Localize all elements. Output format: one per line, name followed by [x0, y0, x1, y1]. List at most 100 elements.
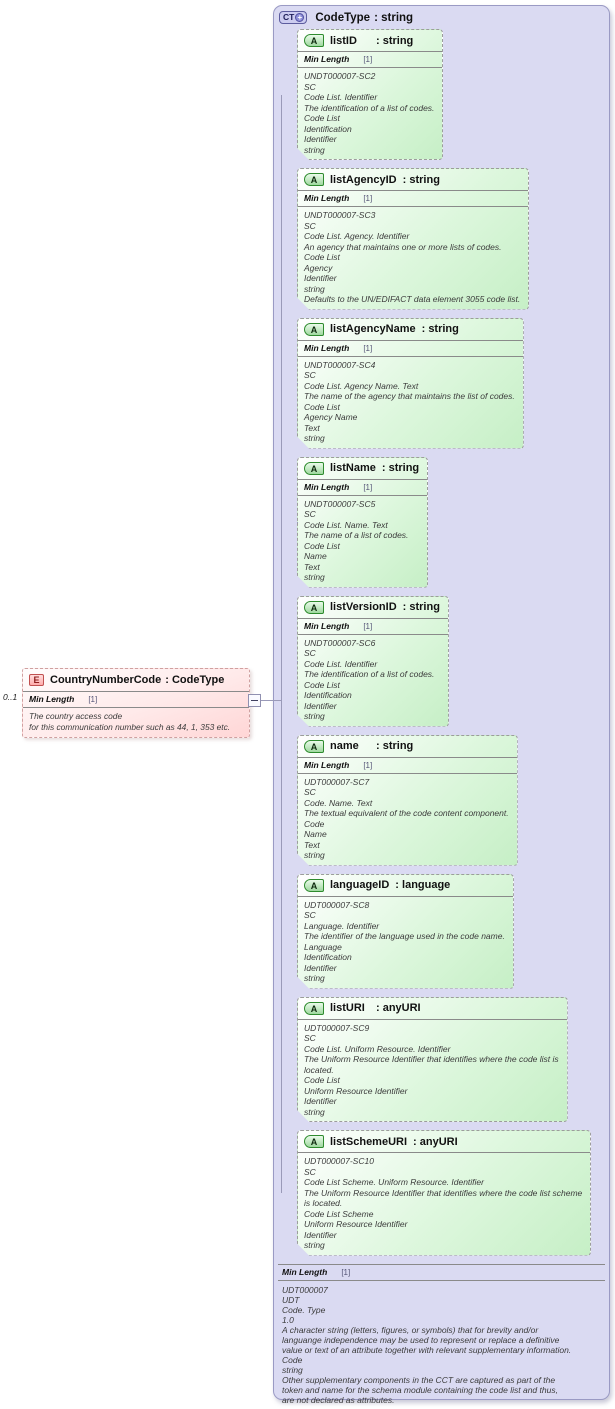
annotation-line: Identifier: [304, 273, 337, 283]
attribute-name: listSchemeURI: [330, 1135, 408, 1148]
attribute-icon: A: [304, 323, 324, 336]
facet-cardinality: [1]: [363, 55, 373, 64]
annotation-line: string: [304, 973, 325, 983]
attribute-icon: A: [304, 879, 324, 892]
attribute-box-listAgencyID[interactable]: A listAgencyID : string Min Length [1] U…: [297, 168, 529, 310]
facet-cardinality: [1]: [88, 695, 98, 704]
facet-name: Min Length: [304, 481, 350, 492]
annotation-line: Identifier: [304, 1096, 337, 1106]
element-facet-row: Min Length [1]: [23, 692, 249, 708]
attribute-facet-row: Min Length [1]: [298, 619, 448, 635]
annotation-line: is located.: [304, 1198, 343, 1208]
annotation-line: Code List. Agency Name. Text: [304, 380, 419, 391]
facet-name: Min Length: [29, 694, 75, 704]
annotation-line: are not declared as attributes.: [282, 1394, 395, 1405]
complex-type-facet-row: Min Length [1]: [278, 1263, 605, 1281]
attribute-type: : anyURI: [376, 1002, 421, 1014]
annotation-line: token and name for the schema module con…: [282, 1384, 558, 1395]
annotation-line: Code List. Identifier: [304, 658, 378, 669]
attribute-name: listName: [330, 462, 376, 474]
annotation-line: SC: [304, 787, 316, 797]
plus-icon: +: [295, 13, 305, 22]
annotation-line: Code List. Identifier: [304, 92, 378, 102]
facet-cardinality: [1]: [363, 343, 373, 353]
collapse-toggle-icon[interactable]: [248, 694, 261, 707]
attribute-name: listVersionID: [330, 601, 397, 613]
attribute-icon: A: [304, 740, 324, 753]
annotation-line: UNDT000007-SC4: [304, 359, 376, 370]
annotation-line: Code: [282, 1354, 303, 1365]
annotation-line: UDT000007-SC10: [304, 1156, 374, 1166]
annotation-line: Language. Identifier: [304, 920, 380, 931]
attribute-type: : language: [395, 879, 451, 891]
attribute-box-listAgencyName[interactable]: A listAgencyName : string Min Length [1]…: [297, 318, 524, 449]
attribute-name: name: [330, 740, 359, 752]
annotation-line: Identification: [304, 123, 352, 134]
annotation-line: languange independence may be used to re…: [282, 1334, 560, 1345]
attribute-header: A listName : string: [298, 458, 427, 480]
annotation-line: located.: [304, 1064, 334, 1075]
annotation-line: string: [282, 1364, 303, 1375]
annotation-line: Uniform Resource Identifier: [304, 1085, 408, 1096]
facet-name: Min Length: [304, 193, 350, 203]
attribute-box-name[interactable]: A name : string Min Length [1] UDT000007…: [297, 735, 518, 866]
annotation-line: UDT: [282, 1294, 300, 1305]
annotation-line: The identification of a list of codes.: [304, 669, 435, 679]
attribute-facet-row: Min Length [1]: [298, 480, 427, 496]
annotation-line: Code. Type: [282, 1304, 326, 1315]
attribute-facet-row: Min Length [1]: [298, 758, 517, 774]
complex-type-title: CodeType: string: [315, 11, 414, 24]
facet-cardinality: [1]: [363, 482, 373, 492]
attribute-name: listAgencyName: [330, 323, 416, 335]
annotation-line: 1.0: [282, 1314, 294, 1325]
annotation-line: Code List: [304, 540, 340, 551]
facet-cardinality: [1]: [363, 194, 373, 203]
annotation-line: Identifier: [304, 700, 337, 711]
annotation-line: Code List: [304, 1075, 340, 1085]
annotation-line: UDT000007: [282, 1284, 328, 1295]
facet-name: Min Length: [304, 54, 350, 64]
attribute-facet-row: Min Length [1]: [298, 191, 528, 207]
complex-type-icon: CT +: [279, 11, 308, 24]
attribute-box-listID[interactable]: A listID : string Min Length [1] UNDT000…: [297, 29, 443, 160]
annotation-line: The identifier of the language used in t…: [304, 931, 505, 941]
annotation-line: Name: [304, 829, 327, 839]
attribute-type: : string: [376, 740, 414, 752]
annotation-line: UDT000007-SC8: [304, 899, 370, 910]
connector-spine: [281, 94, 282, 1193]
attribute-type: : string: [402, 173, 440, 186]
annotation-line: Name: [304, 551, 327, 561]
annotation-line: The identification of a list of codes.: [304, 102, 435, 113]
attribute-icon: A: [304, 34, 324, 47]
attribute-box-listVersionID[interactable]: A listVersionID : string Min Length [1] …: [297, 596, 449, 727]
annotation-line: string: [304, 850, 325, 860]
element-box-countrynumbercode[interactable]: E CountryNumberCode: CodeType Min Length…: [22, 668, 250, 738]
attribute-icon: A: [304, 1002, 324, 1015]
annotation-line: Text: [304, 839, 320, 850]
annotation-line: Code List. Agency. Identifier: [304, 231, 410, 241]
attribute-header: A listAgencyName : string: [298, 319, 523, 341]
facet-name: Min Length: [304, 620, 350, 631]
annotation-line: SC: [304, 1166, 316, 1177]
attribute-type: : string: [376, 34, 414, 47]
annotation-line: SC: [304, 220, 316, 231]
annotation-line: SC: [304, 509, 316, 519]
attribute-box-listName[interactable]: A listName : string Min Length [1] UNDT0…: [297, 457, 428, 588]
complex-type-box-codetype[interactable]: CT + CodeType: string A listID : string …: [273, 5, 610, 1405]
attribute-header: A listVersionID : string: [298, 597, 448, 619]
annotation-line: Code List: [304, 252, 340, 262]
facet-cardinality: [1]: [363, 621, 373, 631]
annotation-line: The name of the agency that maintains th…: [304, 391, 515, 401]
facet-name: Min Length: [282, 1266, 328, 1277]
facet-name: Min Length: [304, 342, 350, 353]
